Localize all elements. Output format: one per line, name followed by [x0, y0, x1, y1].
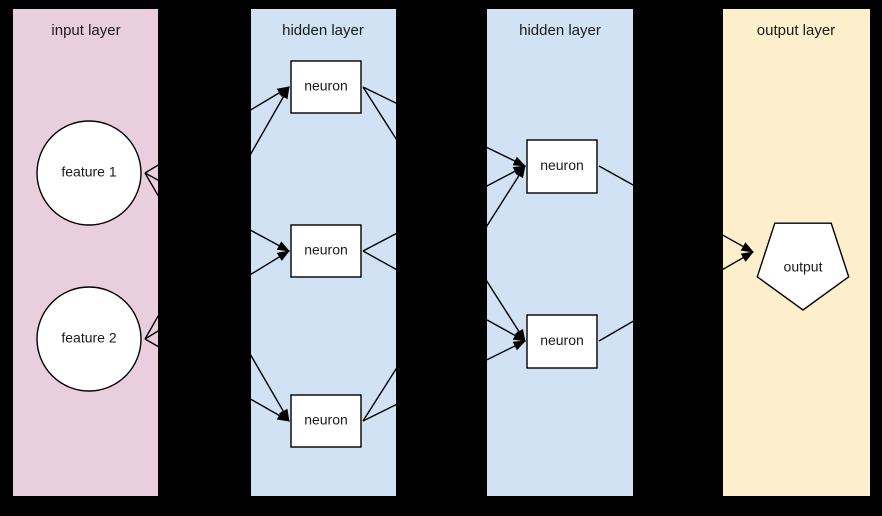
node-label: feature 1 — [61, 164, 116, 180]
arrowhead — [514, 165, 526, 179]
edge-hidden-1-neuron-2-to-hidden-2-neuron-2 — [362, 250, 396, 271]
edge-line — [487, 280, 526, 342]
edge-line — [487, 165, 526, 228]
edge-line — [251, 250, 290, 276]
node-circle[interactable] — [36, 286, 142, 392]
edge-line — [487, 146, 526, 167]
edge-line — [487, 165, 526, 187]
layer-title-input-layer: input layer — [51, 22, 120, 39]
node-output-node[interactable]: output — [756, 222, 850, 311]
arrowhead — [740, 251, 754, 262]
nodes: feature 1 feature 2 neuron neuron neuron neur… — [36, 60, 850, 448]
node-label: neuron — [304, 242, 348, 258]
layer-titles: input layer hidden layer hidden layer outpu… — [51, 22, 835, 39]
edge-line — [723, 251, 754, 271]
node-circle[interactable] — [36, 120, 142, 226]
node-rect[interactable] — [290, 394, 362, 448]
edge-line — [598, 165, 633, 186]
edge-feature-1-to-hidden-1-neuron-2 — [251, 229, 290, 252]
layer-title-hidden-layer-1: hidden layer — [282, 22, 364, 39]
node-label: feature 2 — [61, 330, 116, 346]
arrowhead — [512, 331, 526, 342]
edge-feature-2-to-hidden-1-neuron-1 — [251, 86, 290, 155]
arrowhead — [740, 242, 754, 253]
edge-hidden-1-neuron-2-to-hidden-2-neuron-1 — [362, 232, 396, 252]
node-feature-1[interactable]: feature 1 — [36, 120, 142, 226]
layer-panels — [13, 9, 870, 496]
edge-hidden-2-neuron-1-to-output-node — [723, 234, 754, 253]
edge-hidden-1-neuron-1-to-hidden-2-neuron-1 — [362, 86, 396, 104]
layer-panel-hidden-layer-2 — [487, 9, 633, 496]
layer-title-output-layer: output layer — [757, 22, 835, 39]
edge-feature-2-to-hidden-1-neuron-2 — [251, 250, 290, 276]
arrowhead — [512, 340, 527, 351]
node-label: neuron — [304, 78, 348, 94]
edge-hidden-1-neuron-3-to-hidden-2-neuron-2 — [487, 340, 527, 361]
edge-line — [487, 340, 526, 361]
edge-hidden-1-neuron-3-to-hidden-2-neuron-2 — [362, 403, 396, 422]
node-pentagon[interactable] — [756, 222, 850, 311]
node-label: neuron — [540, 157, 584, 173]
node-label: neuron — [304, 412, 348, 428]
arrowhead — [276, 250, 290, 262]
node-hidden-2-neuron-1[interactable]: neuron — [526, 139, 598, 194]
node-hidden-2-neuron-2[interactable]: neuron — [526, 314, 598, 369]
edge-line — [251, 354, 290, 422]
node-hidden-1-neuron-1[interactable]: neuron — [290, 60, 362, 114]
edge-line — [362, 232, 396, 252]
edge-line — [598, 320, 633, 342]
edge-line — [723, 234, 754, 253]
layer-panel-input-layer — [13, 9, 158, 496]
edge-hidden-2-neuron-2-to-output-node — [723, 251, 754, 271]
edge-line — [362, 86, 396, 141]
edge-hidden-1-neuron-3-to-hidden-2-neuron-1 — [362, 367, 396, 422]
arrowhead — [512, 156, 527, 167]
node-hidden-1-neuron-2[interactable]: neuron — [290, 224, 362, 278]
edge-hidden-1-neuron-2-to-hidden-2-neuron-2 — [487, 319, 526, 342]
edge-line — [251, 229, 290, 252]
node-feature-2[interactable]: feature 2 — [36, 286, 142, 392]
edge-line — [487, 319, 526, 342]
edge-hidden-1-neuron-1-to-hidden-2-neuron-1 — [487, 146, 527, 167]
edge-hidden-2-neuron-2-to-output-node — [598, 320, 633, 342]
edge-line — [362, 367, 396, 422]
arrowhead — [279, 86, 290, 100]
node-rect[interactable] — [526, 139, 598, 194]
node-rect[interactable] — [290, 224, 362, 278]
arrowhead — [276, 411, 290, 422]
edge-line — [251, 398, 290, 422]
edge-hidden-2-neuron-1-to-output-node — [598, 165, 633, 186]
edge-hidden-1-neuron-1-to-hidden-2-neuron-2 — [362, 86, 396, 141]
edge-line — [362, 250, 396, 271]
node-rect[interactable] — [290, 60, 362, 114]
edge-line — [251, 86, 290, 155]
node-label: neuron — [540, 332, 584, 348]
edge-line — [362, 403, 396, 422]
connections — [144, 86, 754, 422]
edge-feature-2-to-hidden-1-neuron-3 — [251, 398, 290, 422]
layer-title-hidden-layer-2: hidden layer — [519, 22, 601, 39]
edge-line — [251, 86, 290, 111]
arrowhead — [276, 241, 290, 252]
node-label: output — [784, 259, 823, 275]
edge-line — [362, 86, 396, 104]
node-rect[interactable] — [526, 314, 598, 369]
edge-hidden-1-neuron-3-to-hidden-2-neuron-1 — [487, 165, 526, 228]
node-hidden-1-neuron-3[interactable]: neuron — [290, 394, 362, 448]
